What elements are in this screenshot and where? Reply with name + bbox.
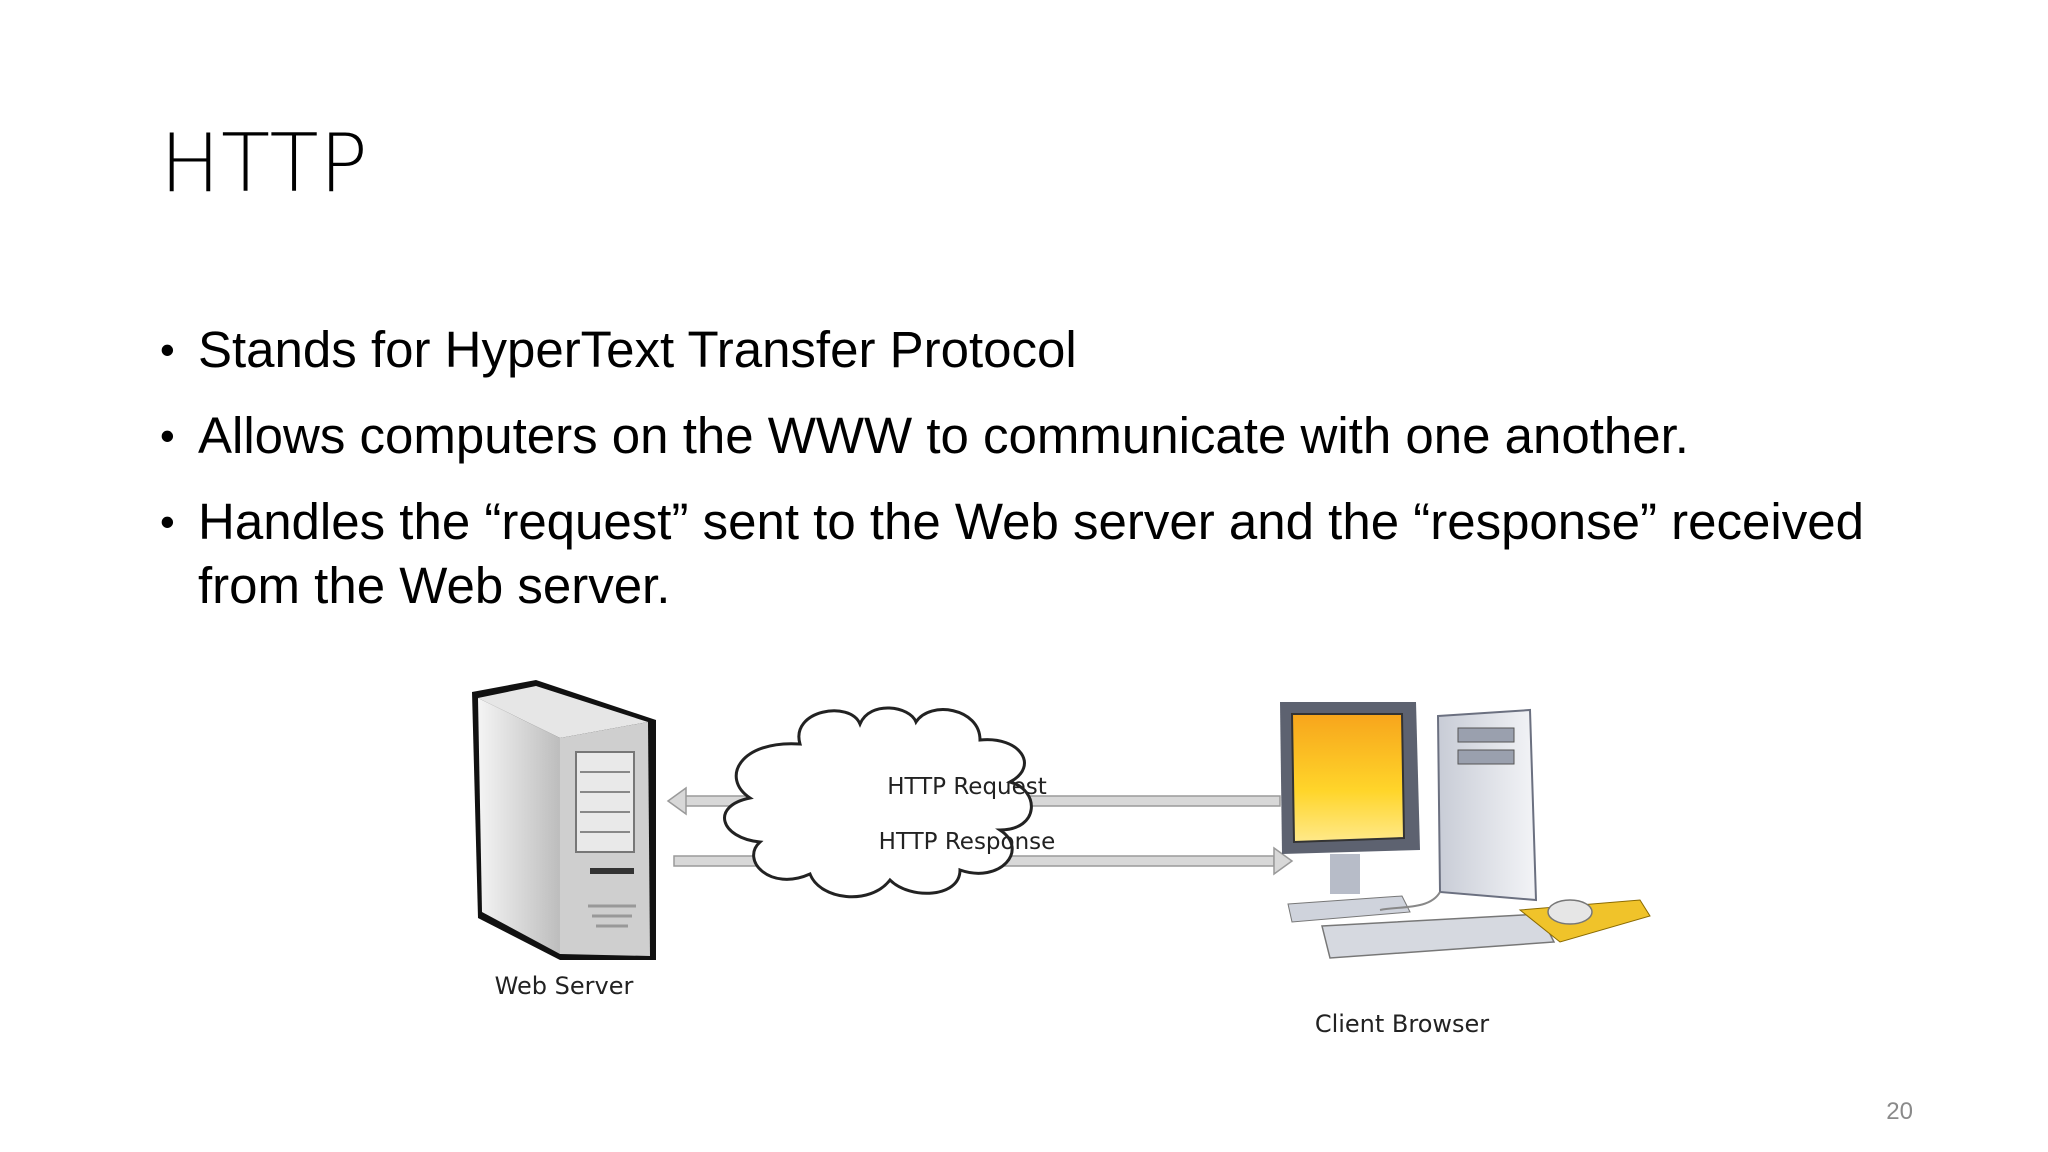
response-label: HTTP Response — [879, 829, 1056, 855]
internet-cloud-icon — [723, 706, 1033, 899]
bullet-item: • Handles the “request” sent to the Web s… — [160, 490, 1920, 618]
bullet-item: • Stands for HyperText Transfer Protocol — [160, 318, 1920, 382]
bullet-text: Stands for HyperText Transfer Protocol — [198, 321, 1077, 378]
page-number: 20 — [1886, 1098, 1913, 1125]
request-label: HTTP Request — [887, 774, 1047, 800]
slide-title: HTTP — [160, 117, 369, 210]
client-computer-icon — [1280, 702, 1651, 959]
bullet-text: Allows computers on the WWW to communica… — [198, 407, 1689, 464]
bullet-icon: • — [160, 498, 175, 545]
bullet-item: • Allows computers on the WWW to communic… — [160, 404, 1920, 468]
bullet-list: •Stands for HyperText Transfer Protocol … — [160, 318, 1920, 640]
http-diagram: Web Server HTTP Request HTTP Response — [472, 680, 1651, 1038]
server-icon — [472, 680, 656, 960]
bullet-icon: • — [160, 412, 175, 459]
client-label: Client Browser — [1315, 1010, 1489, 1038]
server-label: Web Server — [495, 972, 634, 1000]
bullet-icon: • — [160, 326, 175, 373]
bullet-text: Handles the “request” sent to the Web se… — [198, 493, 1864, 614]
